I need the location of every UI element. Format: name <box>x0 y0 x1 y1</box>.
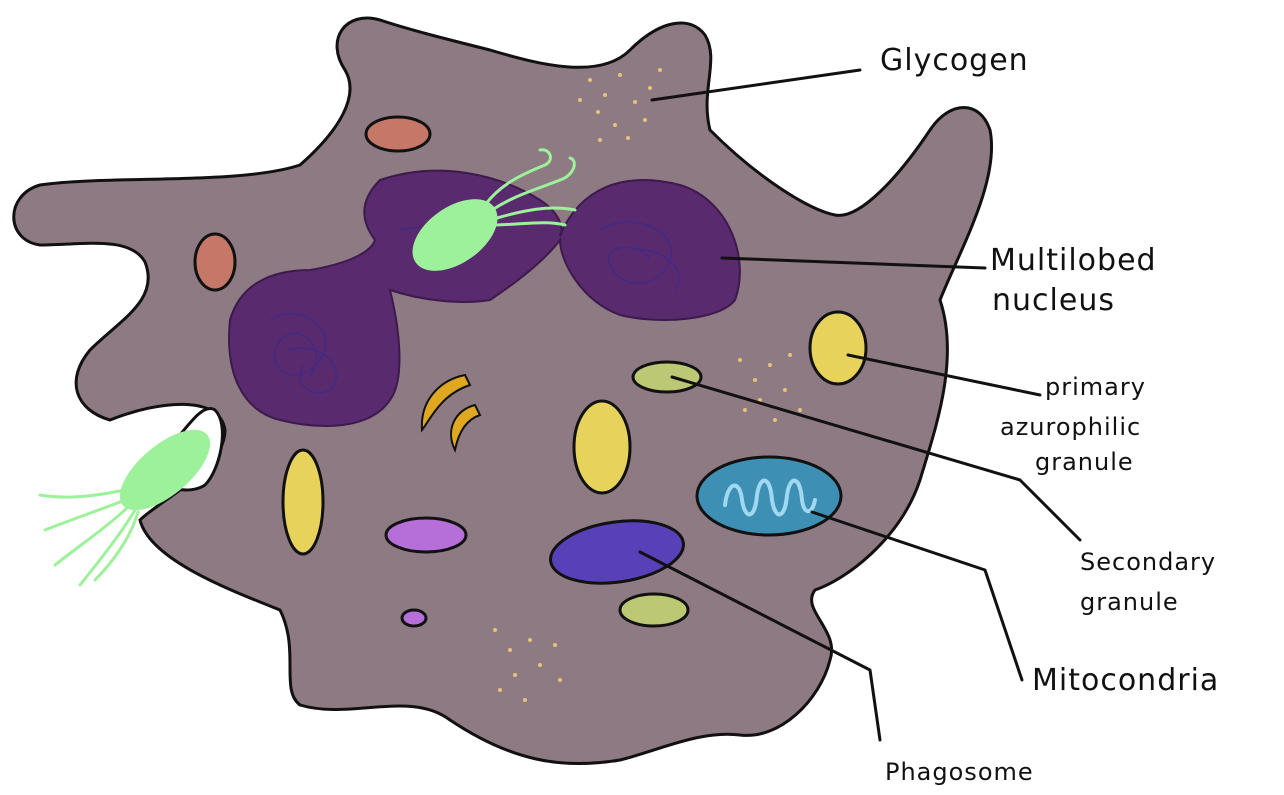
vesicle-pink-2 <box>195 234 235 290</box>
label-nucleus-line2: nucleus <box>992 283 1115 318</box>
secondary-granule-2 <box>620 594 688 626</box>
label-secondary-line2: granule <box>1080 588 1179 616</box>
primary-granule-1 <box>810 312 866 384</box>
label-secondary-line1: Secondary <box>1080 548 1216 576</box>
mitochondrion <box>697 457 841 535</box>
label-mitochondria: Mitocondria <box>1032 663 1219 698</box>
label-nucleus-line1: Multilobed <box>990 243 1157 278</box>
label-phagosome: Phagosome <box>885 758 1034 786</box>
label-primary-line1: primary <box>1045 373 1146 401</box>
primary-granule-3 <box>283 450 323 554</box>
vesicle-violet-1 <box>386 518 466 552</box>
primary-granule-2 <box>574 401 630 493</box>
vesicle-violet-2 <box>402 610 426 626</box>
label-primary-line2: azurophilic <box>1000 413 1141 441</box>
label-primary-line3: granule <box>1035 448 1134 476</box>
label-glycogen: Glycogen <box>880 43 1029 78</box>
secondary-granule-1 <box>633 362 701 392</box>
cell-membrane <box>14 18 992 764</box>
vesicle-pink-1 <box>366 117 430 151</box>
